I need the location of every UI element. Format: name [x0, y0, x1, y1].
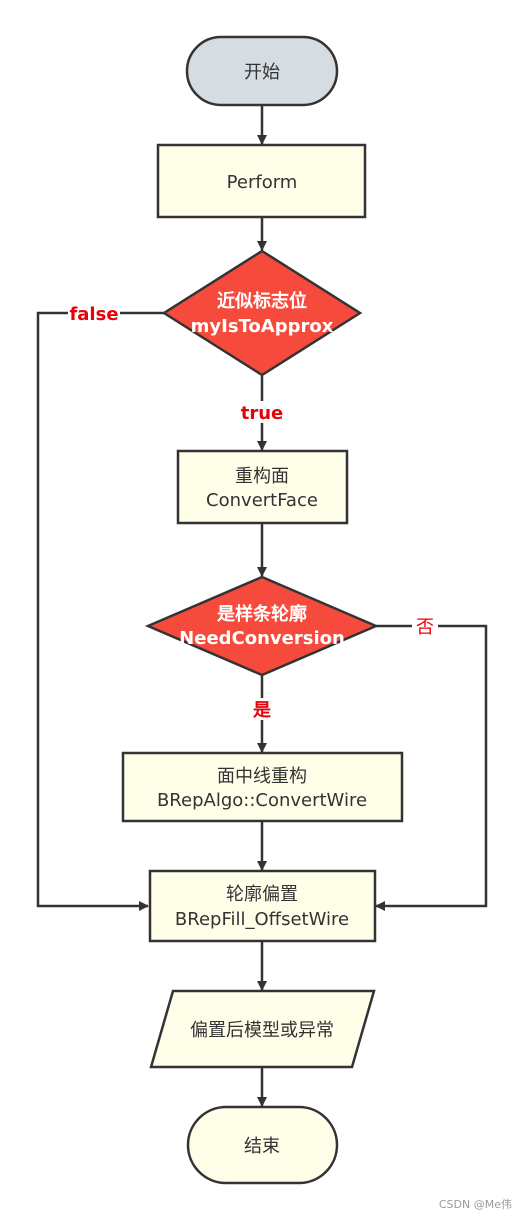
decision-approx-line1: 近似标志位 — [217, 290, 307, 312]
convert-face-node: 重构面 ConvertFace — [176, 449, 349, 525]
edge-label-yes: 是 — [252, 700, 271, 721]
output-label: 偏置后模型或异常 — [190, 1020, 334, 1041]
watermark: CSDN @Me伟 — [438, 1198, 512, 1211]
decision-approx-node: 近似标志位 myIsToApprox — [161, 249, 363, 377]
edge-label-false: false — [69, 304, 118, 325]
start-label: 开始 — [244, 62, 280, 83]
offset-wire-line2: BRepFill_OffsetWire — [175, 909, 349, 930]
offset-wire-line1: 轮廓偏置 — [226, 884, 298, 905]
perform-node: Perform — [156, 143, 367, 219]
convert-wire-line1: 面中线重构 — [217, 766, 307, 787]
convert-wire-node: 面中线重构 BRepAlgo::ConvertWire — [121, 751, 404, 823]
end-node: 结束 — [186, 1105, 339, 1185]
decision-approx-line2: myIsToApprox — [191, 316, 334, 337]
decision-conversion-line1: 是样条轮廓 — [216, 603, 307, 625]
edge-label-no: 否 — [416, 617, 434, 638]
offset-wire-node: 轮廓偏置 BRepFill_OffsetWire — [148, 869, 377, 943]
decision-conversion-line2: NeedConversion — [179, 628, 345, 649]
convert-wire-line2: BRepAlgo::ConvertWire — [157, 790, 367, 811]
output-node: 偏置后模型或异常 — [149, 989, 376, 1069]
edge-label-true: true — [241, 403, 284, 424]
decision-conversion-node: 是样条轮廓 NeedConversion — [144, 575, 380, 677]
convert-face-line1: 重构面 — [235, 466, 289, 487]
perform-label: Perform — [227, 172, 298, 193]
convert-face-line2: ConvertFace — [206, 490, 318, 511]
start-node: 开始 — [185, 35, 339, 107]
end-label: 结束 — [244, 1136, 280, 1157]
